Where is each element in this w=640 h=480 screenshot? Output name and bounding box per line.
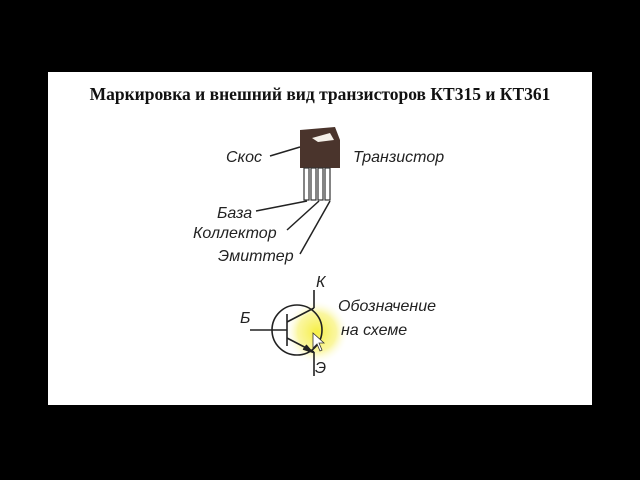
label-transistor: Транзистор	[353, 149, 444, 166]
mouse-cursor-icon	[312, 332, 326, 352]
page-title: Маркировка и внешний вид транзисторов КТ…	[89, 84, 551, 104]
transistor-symbol	[250, 290, 323, 376]
cursor-highlight	[285, 300, 349, 364]
leader-lines	[255, 146, 331, 255]
caption-line1: Обозначение	[338, 298, 436, 315]
symbol-collector-k: К	[316, 274, 327, 291]
symbol-emitter-e: Э	[315, 360, 326, 377]
caption-line2: на схеме	[341, 322, 407, 339]
label-emitter: Эмиттер	[218, 248, 294, 265]
label-collector: Коллектор	[193, 225, 277, 242]
transistor-package	[300, 127, 340, 201]
label-bevel: Скос	[226, 149, 262, 166]
label-base: База	[217, 205, 252, 222]
symbol-base-b: Б	[240, 310, 250, 327]
